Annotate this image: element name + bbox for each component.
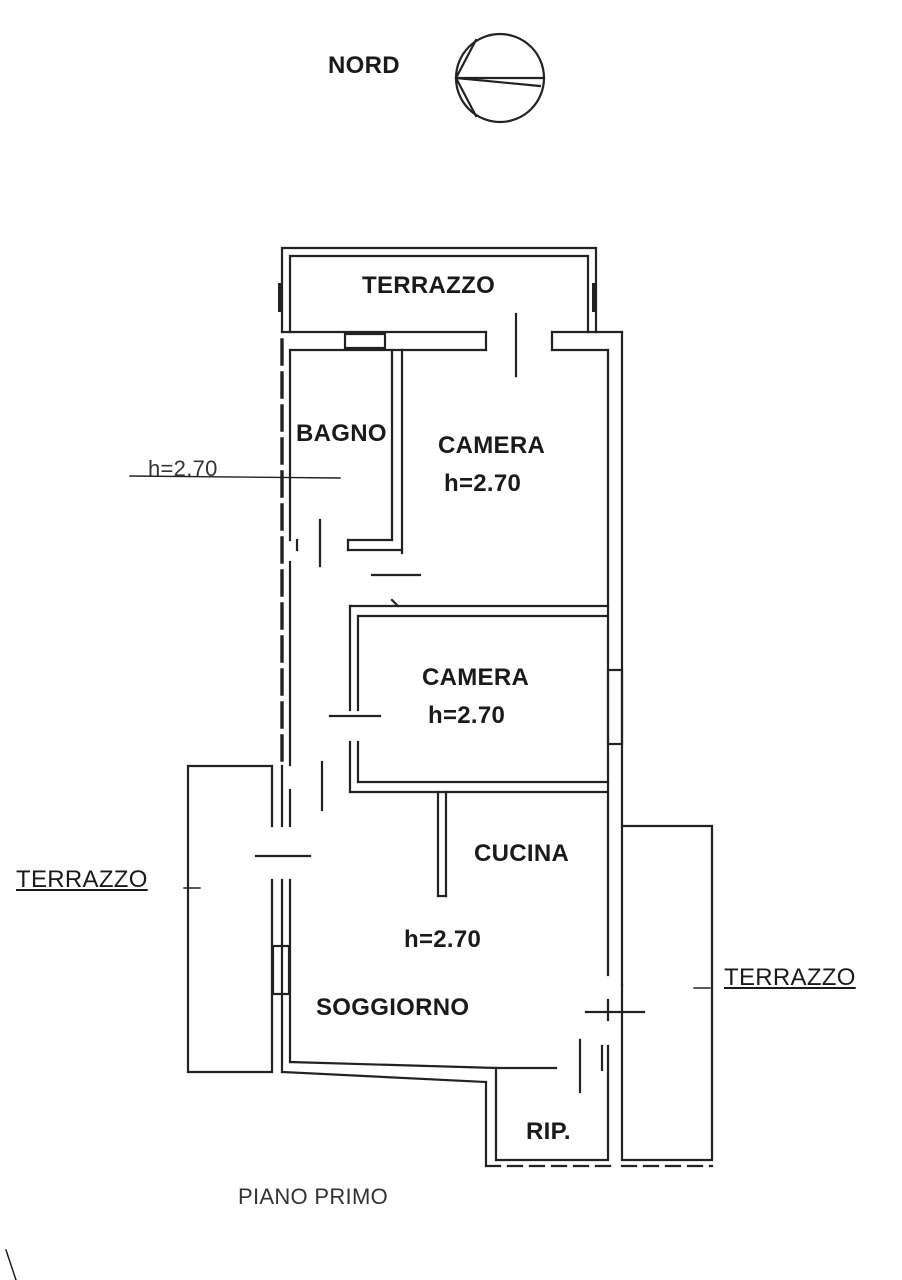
room-label-bagno: BAGNO bbox=[296, 420, 387, 447]
wall-right bbox=[606, 330, 624, 987]
room-height-bagno: h=2.70 bbox=[148, 456, 218, 481]
room-label-camera-2: CAMERA bbox=[422, 664, 530, 691]
wall-cucina bbox=[436, 790, 448, 898]
stray-mark bbox=[5, 1249, 17, 1280]
room-height-soggiorno: h=2.70 bbox=[404, 926, 482, 953]
terrace-top bbox=[278, 246, 598, 334]
north-compass-icon bbox=[454, 32, 546, 124]
bagno-leader-line bbox=[129, 475, 341, 479]
floor-label: PIANO PRIMO bbox=[238, 1184, 388, 1209]
room-label-terrazzo-left: TERRAZZO bbox=[16, 866, 148, 893]
room-label-terrazzo-right: TERRAZZO bbox=[724, 964, 856, 991]
wall-bagno bbox=[318, 348, 422, 577]
wall-top bbox=[280, 330, 624, 352]
room-label-terrazzo-top: TERRAZZO bbox=[362, 272, 496, 299]
room-label-ripostiglio: RIP. bbox=[526, 1118, 571, 1145]
room-label-camera-1: CAMERA bbox=[438, 432, 546, 459]
wall-left bbox=[280, 338, 299, 767]
wall-camera-1-2 bbox=[348, 598, 610, 712]
room-height-camera-1: h=2.70 bbox=[444, 470, 522, 497]
terrace-right bbox=[584, 824, 714, 1168]
wall-bottom bbox=[280, 1038, 604, 1168]
room-height-camera-2: h=2.70 bbox=[428, 702, 506, 729]
ripostiglio bbox=[484, 1044, 612, 1168]
wall-camera-2 bbox=[320, 714, 610, 812]
terrace-left bbox=[183, 764, 312, 1074]
room-label-cucina: CUCINA bbox=[474, 840, 570, 867]
room-label-soggiorno: SOGGIORNO bbox=[316, 994, 470, 1021]
north-label: NORD bbox=[328, 52, 400, 79]
